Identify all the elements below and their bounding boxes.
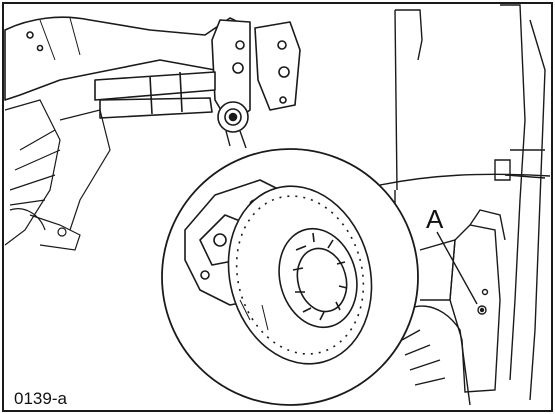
left-chassis	[4, 99, 111, 251]
callout-leader-line	[436, 231, 478, 305]
magnified-detail	[161, 148, 419, 406]
loader-arm	[4, 16, 301, 133]
callout-label-a: A	[426, 204, 444, 234]
cab-structure	[379, 4, 551, 406]
figure-id-label: 0139-a	[14, 389, 67, 408]
magnifier-leader	[225, 130, 247, 149]
